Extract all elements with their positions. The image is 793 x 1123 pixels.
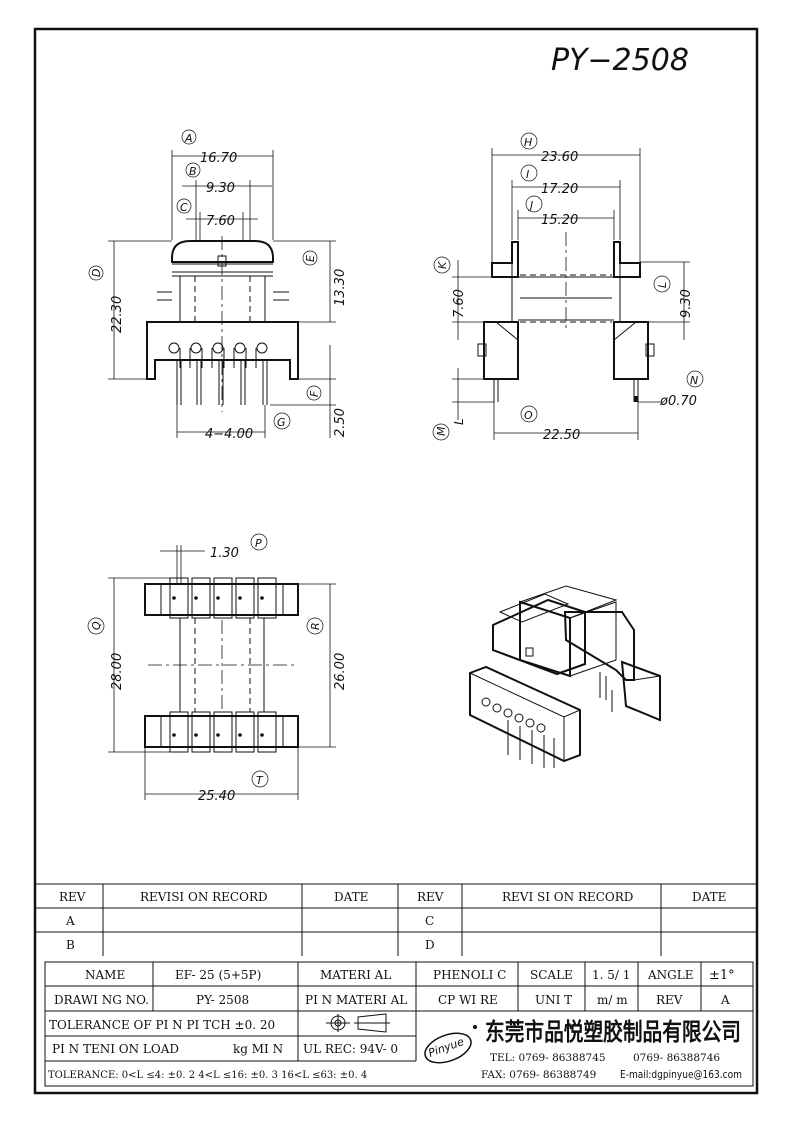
dim-p-value: 1.30 bbox=[210, 546, 239, 561]
label-r: R bbox=[309, 622, 322, 630]
label-f: F bbox=[308, 390, 321, 397]
unit-label: UNI T bbox=[535, 993, 572, 1007]
drawing-frame bbox=[33, 27, 759, 1095]
rev-row-d: D bbox=[425, 938, 435, 952]
tolerance-pin-pitch: TOLERANCE OF PI N PI TCH ±0. 20 bbox=[49, 1018, 275, 1032]
dim-b-value: 9.30 bbox=[206, 181, 235, 196]
drawing-no-value: PY- 2508 bbox=[196, 993, 249, 1007]
dim-l-value: 9.30 bbox=[679, 289, 694, 318]
unit-value: m/ m bbox=[597, 993, 628, 1007]
tel-number-2: 0769- 86388746 bbox=[633, 1052, 720, 1064]
label-i: I bbox=[526, 168, 529, 181]
dim-d-value: 22.30 bbox=[110, 296, 125, 333]
pin-material-label: PI N MATERI AL bbox=[305, 993, 407, 1007]
material-value: PHENOLI C bbox=[433, 968, 506, 982]
name-label: NAME bbox=[85, 968, 125, 982]
bottom-view: 1.30 P 28.00 Q 26.00 R 25.40 T bbox=[87, 533, 348, 804]
email-address: E-mail:dgpinyue@163.com bbox=[620, 1069, 742, 1081]
pin-tension-label: PI N TENI ON LOAD bbox=[52, 1042, 179, 1056]
revision-record-header-2: REVI SI ON RECORD bbox=[502, 890, 633, 904]
dim-t-value: 25.40 bbox=[198, 789, 235, 804]
ul-rec: UL REC: 94V- 0 bbox=[303, 1042, 398, 1056]
rev-header-1: REV bbox=[59, 890, 86, 904]
dim-m-value: L bbox=[452, 418, 466, 425]
rev-row-b: B bbox=[66, 938, 75, 952]
label-h: H bbox=[524, 136, 532, 149]
label-d: D bbox=[90, 269, 103, 277]
scale-value: 1. 5/ 1 bbox=[592, 968, 630, 982]
label-a: A bbox=[184, 132, 193, 145]
projection-symbol bbox=[326, 1013, 390, 1033]
date-header-2: DATE bbox=[692, 890, 726, 904]
revision-table: REV REVISI ON RECORD DATE REV REVI SI ON… bbox=[35, 883, 757, 956]
label-o: O bbox=[524, 409, 533, 422]
drawing-no-label: DRAWI NG NO. bbox=[54, 993, 149, 1007]
dim-k-value: 7.60 bbox=[452, 289, 467, 318]
pin-tension-unit: kg MI N bbox=[233, 1042, 283, 1056]
pin-material-value: CP WI RE bbox=[438, 993, 498, 1007]
dim-g-value: 4−4.00 bbox=[205, 427, 253, 442]
label-q: Q bbox=[90, 621, 103, 630]
tel-number: TEL: 0769- 86388745 bbox=[490, 1052, 606, 1064]
scale-label: SCALE bbox=[530, 968, 573, 982]
dim-n-value: ø0.70 bbox=[659, 394, 697, 409]
material-label: MATERI AL bbox=[320, 968, 391, 982]
tolerance-line: TOLERANCE: 0<L ≤4: ±0. 2 4<L ≤16: ±0. 3 … bbox=[48, 1070, 367, 1081]
dim-e-value: 13.30 bbox=[333, 269, 348, 306]
dim-i-value: 17.20 bbox=[541, 182, 578, 197]
side-view: 23.60 H 17.20 I 15.20 J 7.60 K 9.30 L L … bbox=[432, 132, 704, 443]
label-m: M bbox=[435, 426, 448, 436]
pinyue-logo: Pinyue bbox=[424, 1025, 477, 1064]
part-number: PY−2508 bbox=[551, 43, 689, 78]
rev-row-a: A bbox=[65, 914, 75, 928]
label-g: G bbox=[277, 416, 286, 429]
rev-label: REV bbox=[656, 993, 683, 1007]
dim-o-value: 22.50 bbox=[543, 428, 580, 443]
label-p: P bbox=[255, 537, 262, 550]
date-header-1: DATE bbox=[334, 890, 368, 904]
label-l: L bbox=[656, 282, 669, 288]
rev-header-2: REV bbox=[417, 890, 444, 904]
label-j: J bbox=[528, 199, 533, 212]
label-n: N bbox=[690, 374, 698, 387]
label-t: T bbox=[256, 774, 264, 787]
rev-value: A bbox=[720, 993, 730, 1007]
front-view: 16.70 A 9.30 B 7.60 C 22.30 D 13.30 E 2.… bbox=[88, 129, 348, 442]
dim-f-value: 2.50 bbox=[333, 408, 348, 437]
dim-a-value: 16.70 bbox=[200, 151, 237, 166]
label-k: K bbox=[436, 261, 449, 269]
dim-h-value: 23.60 bbox=[541, 150, 578, 165]
dim-j-value: 15.20 bbox=[541, 213, 578, 228]
angle-value: ±1° bbox=[709, 968, 735, 983]
company-name: 东莞市品悦塑胶制品有限公司 bbox=[485, 1018, 741, 1046]
title-block: NAME EF- 25 (5+5P) MATERI AL PHENOLI C S… bbox=[44, 961, 754, 1087]
angle-label: ANGLE bbox=[647, 968, 693, 982]
isometric-view bbox=[469, 585, 661, 768]
fax-number: FAX: 0769- 86388749 bbox=[481, 1069, 596, 1081]
label-c: C bbox=[180, 201, 188, 214]
revision-record-header-1: REVISI ON RECORD bbox=[140, 890, 268, 904]
dim-c-value: 7.60 bbox=[206, 214, 235, 229]
dim-q-value: 28.00 bbox=[110, 653, 125, 690]
label-e: E bbox=[304, 255, 317, 262]
dim-r-value: 26.00 bbox=[333, 653, 348, 690]
label-b: B bbox=[189, 165, 197, 178]
name-value: EF- 25 (5+5P) bbox=[175, 968, 261, 982]
rev-row-c: C bbox=[425, 914, 434, 928]
